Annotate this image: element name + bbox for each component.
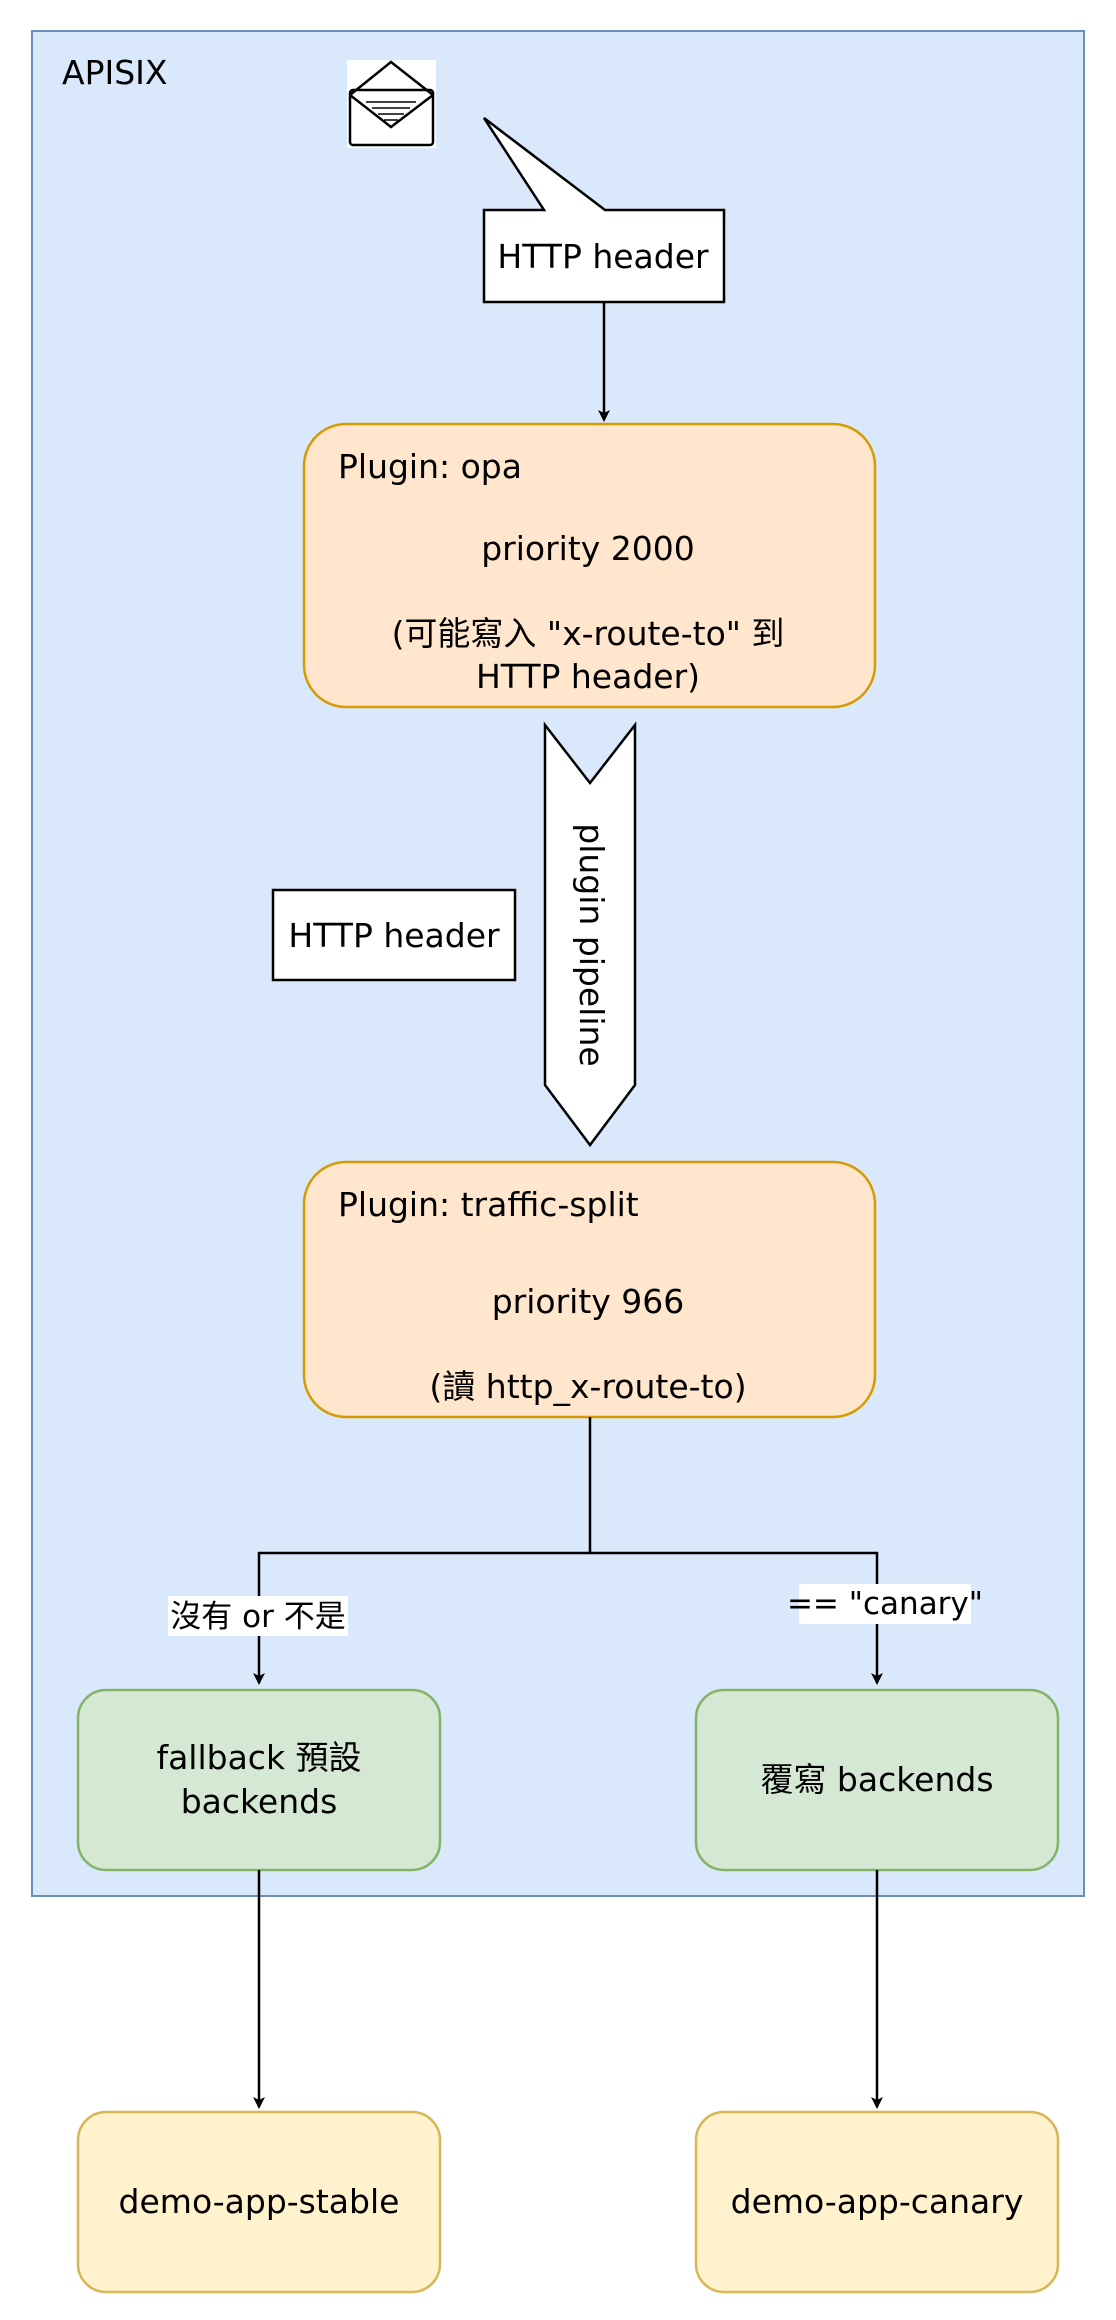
plugin-opa-note-line1: (可能寫入 "x-route-to" 到 (392, 614, 785, 653)
plugin-split-title: Plugin: traffic-split (338, 1185, 639, 1224)
plugin-split-priority: priority 966 (492, 1282, 685, 1321)
plugin-split-note: (讀 http_x-route-to) (429, 1367, 746, 1406)
plugin-opa-box (302, 422, 877, 709)
demo-app-canary-box (694, 2110, 1060, 2294)
http-header-box (271, 888, 517, 982)
branch-label-right: == "canary" (787, 1586, 983, 1622)
demo-app-stable-label: demo-app-stable (119, 2182, 400, 2221)
pipeline-header-label: HTTP header (288, 916, 500, 955)
fallback-backends-line1: fallback 預設 (156, 1738, 361, 1777)
branch-label-left: 沒有 or 不是 (170, 1599, 345, 1635)
override-backends-label: 覆寫 backends (760, 1760, 993, 1799)
envelope-icon (347, 60, 436, 148)
http-header-callout (482, 117, 726, 304)
branch-connector-right (590, 1551, 883, 1685)
plugin-opa-note-line2: HTTP header) (476, 657, 700, 696)
demo-app-stable-box (76, 2110, 442, 2294)
plugin-opa-priority: priority 2000 (481, 529, 695, 568)
container-title: APISIX (62, 53, 168, 92)
plugin-opa-title: Plugin: opa (338, 447, 522, 486)
fallback-backends-line2: backends (181, 1782, 338, 1821)
plugin-pipeline-label: plugin pipeline (572, 823, 611, 1066)
message-header-label: HTTP header (497, 237, 709, 276)
plugin-pipeline-arrow (543, 721, 637, 1148)
fallback-backends-box (76, 1688, 442, 1872)
demo-app-canary-label: demo-app-canary (731, 2182, 1024, 2221)
